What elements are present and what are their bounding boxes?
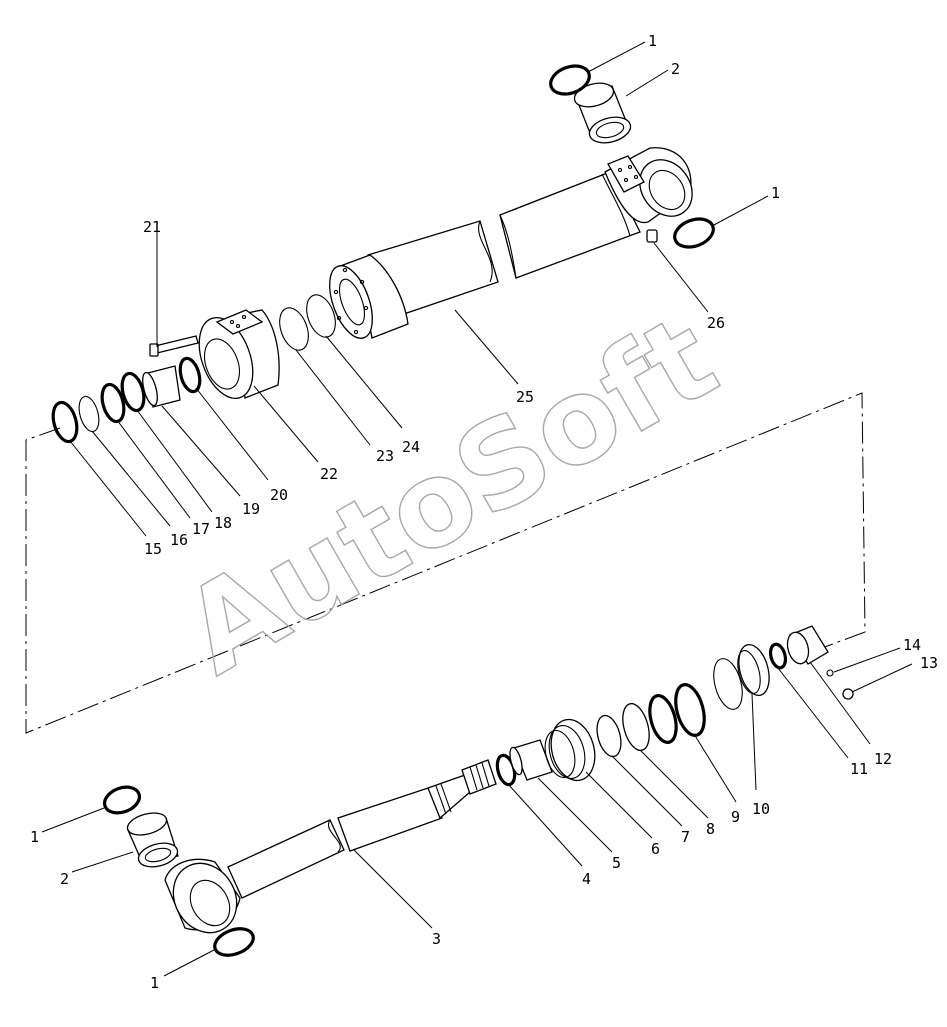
callout-13: 13: [920, 654, 938, 672]
callout-9: 9: [731, 808, 740, 826]
callout-18: 18: [214, 514, 232, 532]
callout-22: 22: [320, 465, 338, 483]
piston-rod-3: [227, 759, 497, 899]
callout-15: 15: [144, 540, 162, 558]
callout-16: 16: [170, 531, 188, 549]
callout-1-top: 1: [648, 32, 657, 50]
callout-6: 6: [651, 840, 660, 858]
top-bushing-2: [573, 82, 632, 144]
callout-26: 26: [707, 314, 725, 332]
callouts: 1 2 1 21 26 25 24 23 22 20 19 18 17 16 1…: [30, 32, 938, 992]
callout-20: 20: [270, 486, 288, 504]
callout-14: 14: [903, 636, 921, 654]
callout-12: 12: [874, 750, 892, 768]
callout-2-top: 2: [671, 60, 680, 78]
socket-bolt-21: [149, 335, 199, 357]
callout-24: 24: [402, 438, 420, 456]
nut-and-fittings-11-14: [768, 625, 854, 700]
callout-8: 8: [706, 820, 715, 838]
cylinder-barrel: [329, 171, 641, 339]
grease-fitting-26: [646, 229, 658, 243]
callout-7: 7: [681, 828, 690, 846]
head-seals-15-20: [51, 356, 202, 444]
callout-17: 17: [192, 520, 210, 538]
callout-2-bottom: 2: [60, 870, 69, 888]
callout-3: 3: [432, 930, 441, 948]
barrel-eye-end: [604, 147, 693, 224]
rod-eye-end: [164, 858, 241, 934]
callout-19: 19: [242, 500, 260, 518]
callout-11: 11: [850, 760, 868, 778]
callout-1-left: 1: [30, 828, 39, 846]
leader-lines: [41, 41, 913, 977]
callout-4: 4: [582, 870, 591, 888]
callout-23: 23: [376, 447, 394, 465]
callout-1-bottom: 1: [150, 974, 159, 992]
callout-10: 10: [752, 800, 770, 818]
assembly-centerline: [25, 392, 866, 734]
callout-5: 5: [612, 854, 621, 872]
callout-1-right: 1: [771, 184, 780, 202]
cylinder-head-22: [198, 309, 280, 399]
piston-parts-4-10: [495, 643, 770, 787]
barrel-seals-23-24: [279, 294, 336, 351]
bottom-bushing-2: [126, 812, 179, 868]
callout-25: 25: [516, 388, 534, 406]
seal-rings-1-upper: [549, 64, 715, 249]
callout-21: 21: [143, 218, 161, 236]
seal-rings-1-lower: [102, 785, 255, 957]
